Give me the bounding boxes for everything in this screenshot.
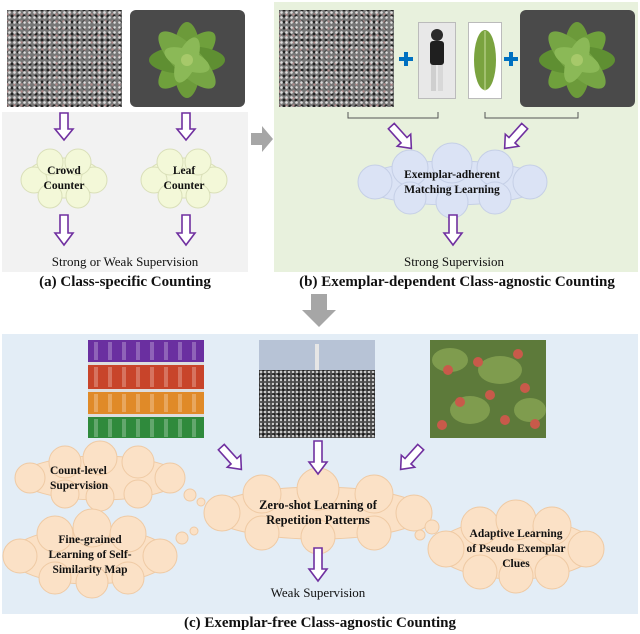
adaptive-cloud: [427, 499, 605, 594]
zero-shot-cloud: [203, 467, 440, 555]
crowd-gathering-image: [259, 340, 375, 438]
plant-image-a: [130, 10, 245, 107]
down-arrow-gray: [302, 294, 336, 327]
bracket-left: [347, 112, 439, 119]
plus-icon: [504, 52, 518, 66]
panel-a-caption: (a) Class-specific Counting: [39, 274, 211, 290]
matching-learning-cloud: [357, 142, 548, 219]
plant-image-b: [520, 10, 635, 107]
panel-b-supervision: Strong Supervision: [403, 254, 505, 269]
right-arrow-gray: [251, 126, 273, 152]
down-arrow: [53, 112, 75, 142]
diagonal-arrow: [399, 443, 425, 471]
supermarket-shelf-image: [88, 340, 204, 438]
count-level-cloud: [14, 440, 206, 512]
down-arrow: [442, 214, 464, 247]
down-arrow: [175, 112, 197, 142]
diagonal-arrow: [387, 122, 413, 150]
person-exemplar-image: [418, 22, 456, 99]
diagonal-arrow: [217, 443, 243, 471]
panel-b-caption: (b) Exemplar-dependent Class-agnostic Co…: [299, 274, 615, 290]
diagonal-arrow: [503, 122, 529, 150]
fine-grained-cloud: [2, 508, 199, 599]
down-arrow: [175, 214, 197, 247]
panel-c-caption: (c) Exemplar-free Class-agnostic Countin…: [183, 615, 457, 631]
down-arrow: [307, 440, 329, 476]
down-arrow: [53, 214, 75, 247]
crowd-image-a: [7, 10, 122, 107]
down-arrow: [307, 547, 329, 583]
leaf-exemplar-image: [468, 22, 502, 99]
panel-a-supervision: Strong or Weak Supervision: [51, 254, 199, 269]
panel-c-supervision: Weak Supervision: [270, 585, 366, 600]
bracket-right: [484, 112, 579, 119]
apple-tree-image: [430, 340, 546, 438]
crowd-image-b: [279, 10, 394, 107]
plus-icon: [399, 52, 413, 66]
